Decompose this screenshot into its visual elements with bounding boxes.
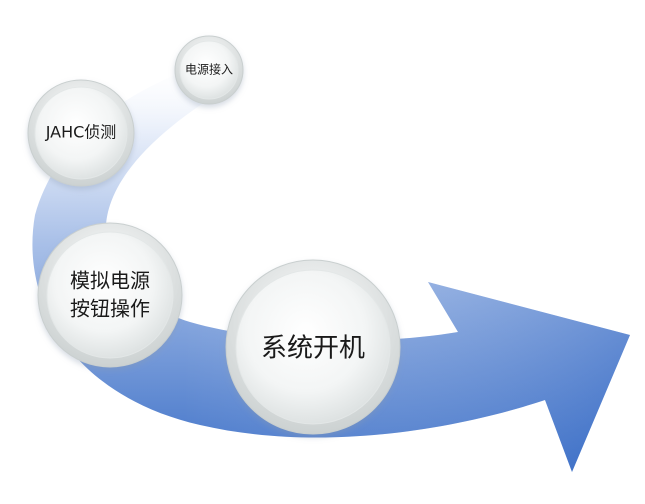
step-node-system-boot: [225, 259, 401, 435]
step-node-simulate-power-button: [37, 222, 183, 368]
step-node-power-in: [174, 35, 244, 105]
step-label-simulate-power-button-line2: 按钮操作: [70, 297, 150, 321]
step-node-jahc-detect: [27, 79, 135, 187]
step-label-simulate-power-button-line1: 模拟电源: [70, 269, 150, 293]
step-label-jahc-detect: JAHC侦测: [45, 123, 117, 142]
arrow-body-shade: [32, 55, 630, 472]
curved-flow-arrow: [32, 55, 630, 472]
step-label-power-in: 电源接入: [185, 62, 233, 77]
step-label-system-boot: 系统开机: [261, 334, 365, 364]
